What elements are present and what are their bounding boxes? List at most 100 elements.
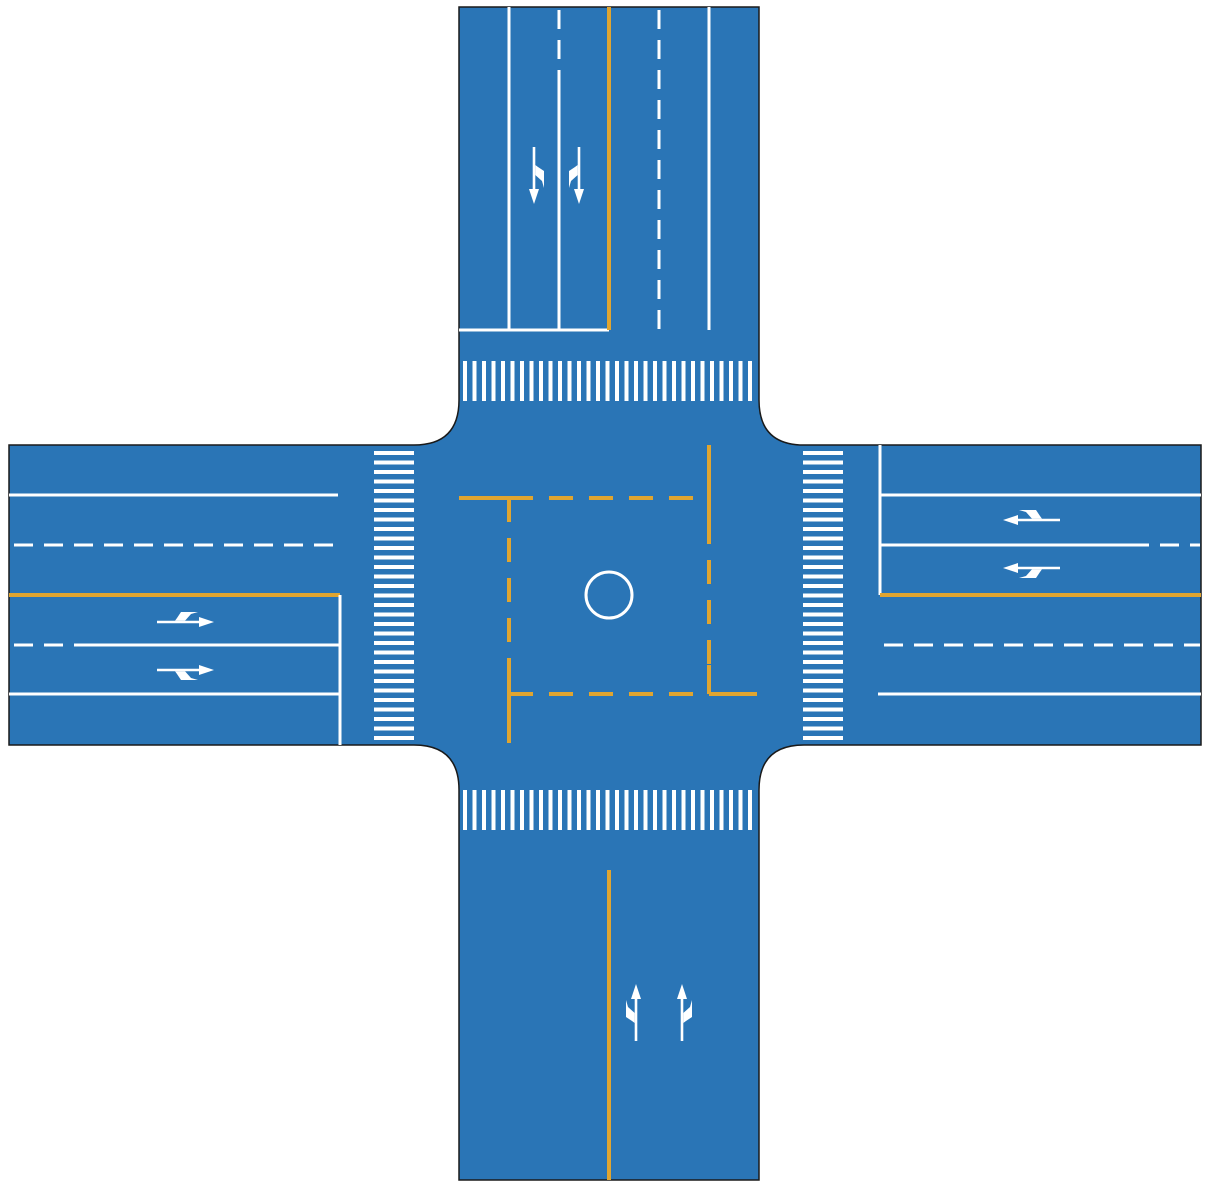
crosswalk-stripe	[374, 669, 414, 674]
crosswalk-stripe	[501, 361, 505, 401]
crosswalk-stripe	[710, 361, 714, 401]
crosswalk-stripe	[681, 790, 686, 830]
crosswalk-stripe	[374, 460, 414, 465]
crosswalk-stripe	[374, 641, 414, 645]
east-arm-markings	[878, 445, 1201, 696]
east-crosswalk	[803, 451, 843, 740]
crosswalk-stripe	[374, 470, 414, 474]
crosswalk-stripe	[472, 361, 477, 401]
crosswalk-stripe	[803, 527, 843, 531]
crosswalk-stripe	[691, 790, 695, 830]
crosswalk-stripe	[719, 790, 724, 830]
crosswalk-stripe	[374, 736, 414, 740]
crosswalk-stripe	[634, 790, 638, 830]
crosswalk-stripe	[374, 574, 414, 579]
crosswalk-stripe	[374, 717, 414, 721]
crosswalk-stripe	[374, 498, 414, 503]
crosswalk-stripe	[463, 790, 467, 830]
crosswalk-stripe	[803, 669, 843, 674]
crosswalk-stripe	[529, 790, 534, 830]
crosswalk-stripe	[803, 460, 843, 465]
crosswalk-stripe	[672, 361, 676, 401]
crosswalk-stripe	[548, 361, 553, 401]
crosswalk-stripe	[738, 790, 743, 830]
crosswalk-stripe	[803, 622, 843, 626]
crosswalk-stripe	[803, 707, 843, 712]
crosswalk-stripe	[567, 790, 572, 830]
crosswalk-stripe	[605, 361, 610, 401]
crosswalk-stripe	[624, 790, 629, 830]
crosswalk-stripe	[803, 650, 843, 655]
crosswalk-stripe	[691, 361, 695, 401]
south-crosswalk	[463, 790, 752, 830]
crosswalk-stripe	[624, 361, 629, 401]
circle-icon	[584, 570, 634, 620]
crosswalk-stripe	[605, 790, 610, 830]
crosswalk-stripe	[803, 508, 843, 512]
crosswalk-stripe	[748, 790, 752, 830]
crosswalk-stripe	[374, 555, 414, 560]
south-arm-markings	[607, 870, 692, 1180]
crosswalk-stripe	[539, 790, 543, 830]
crosswalk-stripe	[615, 790, 619, 830]
crosswalk-stripe	[558, 361, 562, 401]
crosswalk-stripe	[803, 631, 843, 636]
crosswalk-stripe	[374, 688, 414, 693]
crosswalk-stripe	[374, 622, 414, 626]
crosswalk-stripe	[803, 574, 843, 579]
crosswalk-stripe	[803, 603, 843, 607]
crosswalk-stripe	[577, 790, 581, 830]
crosswalk-stripe	[803, 536, 843, 541]
crosswalk-stripe	[700, 361, 705, 401]
crosswalk-stripe	[374, 660, 414, 664]
crosswalk-stripe	[803, 726, 843, 731]
crosswalk-stripe	[374, 451, 414, 455]
crosswalk-stripe	[539, 361, 543, 401]
crosswalk-stripe	[672, 790, 676, 830]
north-crosswalk	[463, 361, 752, 401]
crosswalk-stripe	[374, 612, 414, 617]
road-surface	[8, 6, 1202, 1181]
crosswalk-stripe	[482, 790, 486, 830]
crosswalk-stripe	[567, 361, 572, 401]
crosswalk-stripe	[482, 361, 486, 401]
crosswalk-stripe	[374, 517, 414, 522]
north-arm-markings	[459, 7, 711, 332]
crosswalk-stripe	[520, 361, 524, 401]
crosswalk-stripe	[803, 641, 843, 645]
crosswalk-stripe	[653, 790, 657, 830]
crosswalk-stripe	[803, 660, 843, 664]
crosswalk-stripe	[374, 565, 414, 569]
crosswalk-stripe	[501, 790, 505, 830]
crosswalk-stripe	[374, 593, 414, 598]
crosswalk-stripe	[729, 361, 733, 401]
crosswalk-stripe	[719, 361, 724, 401]
crosswalk-stripe	[491, 790, 496, 830]
crosswalk-stripe	[662, 790, 667, 830]
crosswalk-stripe	[374, 479, 414, 484]
center-zone-markings	[459, 445, 757, 743]
crosswalk-stripe	[803, 679, 843, 683]
crosswalk-stripe	[803, 717, 843, 721]
crosswalk-stripe	[803, 546, 843, 550]
crosswalk-stripe	[586, 361, 591, 401]
crosswalk-stripe	[653, 361, 657, 401]
crosswalk-stripe	[374, 603, 414, 607]
crosswalk-stripe	[634, 361, 638, 401]
crosswalk-stripe	[803, 698, 843, 702]
crosswalk-stripe	[374, 707, 414, 712]
crosswalk-stripe	[374, 489, 414, 493]
crosswalk-stripe	[700, 790, 705, 830]
crosswalk-stripe	[596, 361, 600, 401]
crosswalk-stripe	[596, 790, 600, 830]
crosswalk-stripe	[643, 361, 648, 401]
crosswalk-stripe	[662, 361, 667, 401]
crosswalk-stripe	[374, 527, 414, 531]
crosswalk-stripe	[577, 361, 581, 401]
crosswalk-stripe	[374, 650, 414, 655]
crosswalk-stripe	[710, 790, 714, 830]
crosswalk-stripe	[803, 565, 843, 569]
crosswalk-stripe	[803, 555, 843, 560]
crosswalk-stripe	[803, 736, 843, 740]
crosswalk-stripe	[615, 361, 619, 401]
